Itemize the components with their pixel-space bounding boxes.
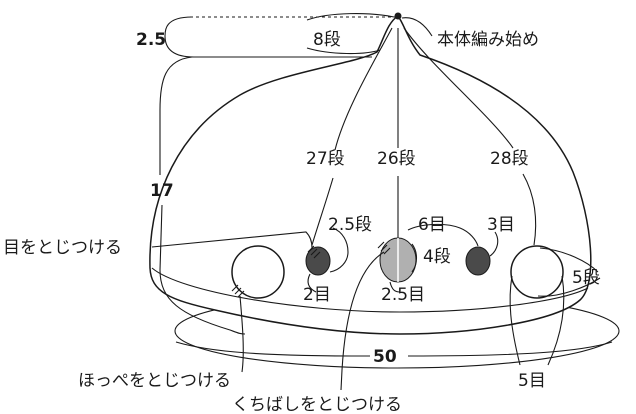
cheek-right [510,245,564,299]
dimension-bottom-label: 50 [373,347,397,367]
dimension-bracket-top [164,16,372,58]
rows-left-label: 27段 [306,149,345,169]
cheek-left [231,245,285,299]
attach-beak-leader [340,251,385,391]
cheek-stitch-marks [231,284,245,298]
sts-eye-right-label: 3目 [487,215,515,235]
sts-cheek-label: 5目 [518,371,546,391]
dimension-side-label: 17 [150,181,174,201]
sts-eye-right-leader [489,231,499,257]
dimension-top-label: 2.5 [136,30,166,50]
attach-cheek-leader [239,295,244,373]
sts-eye-gap-leader [407,223,479,247]
eye-stitch-marks [307,245,321,259]
rows-right-leader [403,27,514,149]
attach-eye-leader [151,231,313,249]
rows-top-label: 8段 [313,30,341,50]
eye-right [465,246,491,276]
attach-eye-label: 目をとじつける [3,238,122,258]
dimension-line-bottom [175,341,613,357]
sts-cheek-leader [509,275,565,366]
rows-beak-leader [411,243,418,273]
rows-eye-label: 2.5段 [328,215,372,235]
eye-left [305,246,331,276]
dimension-bracket-side [159,56,246,335]
sts-eye-left-label: 2目 [303,285,331,305]
sts-beak-label: 2.5目 [381,285,425,305]
rows-right-leader-lower [522,173,537,246]
rows-left-leader-lower [311,177,334,246]
attach-cheek-label: ほっぺをとじつける [78,371,231,391]
rows-right-label: 28段 [490,149,529,169]
start-leader [401,17,433,37]
start-label: 本体編み始め [437,30,539,50]
rows-beak-label: 4段 [423,247,451,267]
body-band-line [151,267,589,313]
sts-beak-leader [389,281,401,293]
start-knot [394,12,402,20]
rows-eye-leader [329,227,349,273]
sts-eye-gap-label: 6目 [418,215,446,235]
sts-eye-left-leader [307,273,317,293]
rows-cheek-leader [537,247,601,297]
rows-cheek-label: 5段 [572,268,600,288]
rows-center-label: 26段 [377,149,416,169]
attach-beak-label: くちばしをとじつける [232,395,402,414]
rows-left-leader [334,27,393,151]
rows-top-bracket [306,13,395,55]
beak-stitch-marks [377,241,391,255]
